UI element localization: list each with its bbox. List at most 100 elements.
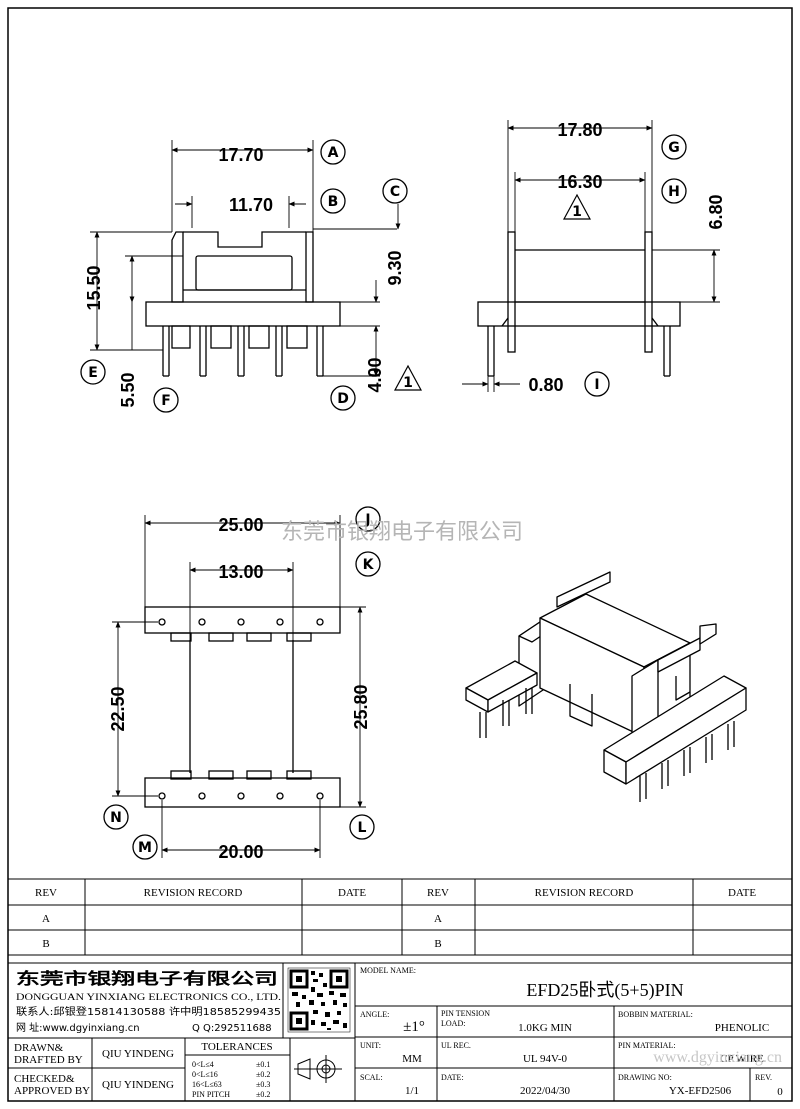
scale-label: SCAL:: [360, 1073, 383, 1082]
tol-value-1: ±0.1: [256, 1060, 270, 1069]
isometric-view: [465, 571, 747, 802]
rev-header-2: REVISION RECORD: [144, 887, 243, 899]
bobbin-material-label: BOBBIN MATERIAL:: [618, 1010, 693, 1019]
drawn-label-1: DRAWN&: [14, 1042, 64, 1054]
marker-d: D: [330, 385, 356, 411]
drawn-label-2: DRAFTED BY: [14, 1054, 83, 1066]
rev-row-b-left: B: [42, 938, 49, 950]
dim-body-height: 9.30: [385, 250, 405, 285]
dim-pin-span: 20.00: [218, 842, 263, 862]
bottom-dimensions: [112, 515, 366, 858]
svg-text:B: B: [328, 194, 339, 210]
tol-range-1: 0<L≤4: [192, 1060, 214, 1069]
dim-total-height: 15.50: [84, 265, 104, 310]
dim-side-inner: 16.30: [557, 172, 602, 192]
marker-n: N: [103, 804, 129, 830]
load-value: 1.0KG MIN: [518, 1022, 572, 1034]
svg-text:L: L: [358, 820, 367, 836]
marker-f: F: [153, 387, 179, 413]
dim-side-height: 6.80: [706, 194, 726, 229]
bottom-view: [144, 606, 341, 808]
checked-label-1: CHECKED&: [14, 1073, 75, 1085]
rev-header-3: DATE: [338, 887, 366, 899]
svg-text:E: E: [88, 365, 98, 381]
dim-bottom-total: 25.00: [218, 515, 263, 535]
marker-l: L: [349, 814, 375, 840]
rev-row-a-left: A: [42, 913, 50, 925]
unit-value: MM: [402, 1053, 422, 1065]
pin-material: CP WIRE: [720, 1053, 764, 1065]
svg-text:J: J: [364, 512, 370, 528]
dim-pin-offset: 5.50: [118, 372, 138, 407]
svg-text:D: D: [337, 391, 349, 407]
rev-header-1: REV: [35, 887, 57, 899]
load-label: LOAD:: [441, 1019, 465, 1028]
svg-text:C: C: [390, 184, 400, 200]
svg-text:H: H: [668, 184, 680, 200]
svg-text:1: 1: [403, 375, 413, 391]
title-block-grid: [8, 962, 792, 1101]
ul-rec-value: UL 94V-0: [523, 1053, 568, 1065]
checked-label-2: APPROVED BY: [14, 1085, 90, 1097]
side-view: [477, 231, 681, 377]
svg-text:A: A: [328, 145, 339, 161]
qr-code: [287, 967, 351, 1033]
pin-tension-label: PIN TENSION: [441, 1009, 490, 1018]
rev-row-a-right: A: [434, 913, 442, 925]
drawn-by: QIU YINDENG: [102, 1048, 174, 1060]
svg-text:K: K: [363, 557, 375, 573]
svg-text:1: 1: [572, 204, 582, 220]
svg-text:N: N: [110, 810, 122, 826]
date-label: DATE:: [441, 1073, 464, 1082]
note-triangle-2: 1: [393, 364, 423, 391]
pin-material-label: PIN MATERIAL:: [618, 1041, 676, 1050]
svg-text:F: F: [161, 393, 171, 409]
date-value: 2022/04/30: [520, 1085, 571, 1097]
model-name-label: MODEL NAME:: [360, 966, 416, 975]
front-view: [145, 231, 341, 377]
projection-symbol-icon: [294, 1055, 342, 1083]
svg-text:G: G: [668, 140, 680, 156]
rev-header-4: REV: [427, 887, 449, 899]
rev-value: 0: [777, 1086, 783, 1098]
rev-header-5: REVISION RECORD: [535, 887, 634, 899]
dim-side-outer: 17.80: [557, 120, 602, 140]
unit-label: UNIT:: [360, 1041, 381, 1050]
dim-bottom-inner: 13.00: [218, 562, 263, 582]
tolerances-label: TOLERANCES: [201, 1041, 272, 1053]
scale-value: 1/1: [405, 1085, 419, 1097]
dim-top-width: 17.70: [218, 145, 263, 165]
dim-pin-length: 4.00: [365, 357, 385, 392]
svg-text:I: I: [594, 377, 599, 393]
company-web: 网 址:www.dgyinxiang.cn: [16, 1021, 140, 1034]
dim-inner-width: 11.70: [229, 195, 273, 215]
model-name: EFD25卧式(5+5)PIN: [526, 980, 683, 1001]
marker-k: K: [355, 551, 381, 577]
company-qq: Q Q:292511688: [192, 1023, 272, 1034]
marker-c: C: [382, 178, 408, 204]
marker-i: I: [584, 371, 610, 397]
dim-outer-length: 25.80: [351, 684, 371, 729]
marker-a: A: [320, 139, 346, 165]
tol-range-3: 16<L≤63: [192, 1080, 222, 1089]
watermark-center: 东莞市银翔电子有限公司: [281, 520, 523, 545]
marker-h: H: [661, 178, 687, 204]
marker-b: B: [320, 188, 346, 214]
side-dimensions: [462, 120, 720, 392]
watermark-url: www.dgyinxiang.cn: [653, 1049, 782, 1066]
svg-text:M: M: [138, 840, 152, 856]
tol-range-2: 0<L≤16: [192, 1070, 218, 1079]
company-contact: 联系人:邱银登15814130588 许中明18585299435: [16, 1005, 281, 1018]
ul-rec-label: UL REC.: [441, 1041, 471, 1050]
drawing-no: YX-EFD2506: [669, 1085, 732, 1097]
bobbin-material: PHENOLIC: [715, 1022, 769, 1034]
tol-value-2: ±0.2: [256, 1070, 270, 1079]
tol-value-3: ±0.3: [256, 1080, 270, 1089]
tol-range-4: PIN PITCH: [192, 1090, 230, 1099]
front-dimensions: [90, 140, 401, 377]
revision-table: [8, 878, 792, 956]
marker-m: M: [132, 834, 158, 860]
marker-g: G: [661, 134, 687, 160]
rev-header-6: DATE: [728, 887, 756, 899]
